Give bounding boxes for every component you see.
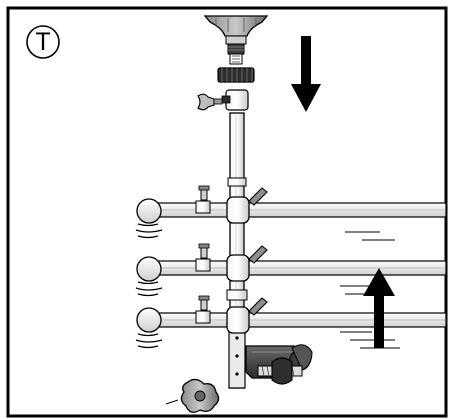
rail-clamp-middle xyxy=(195,243,268,282)
step-label: T xyxy=(35,27,51,56)
rail-end-ball-bottom xyxy=(136,307,162,333)
pole-joint-lower xyxy=(226,289,248,301)
rail-end-ball-middle xyxy=(136,256,162,282)
motion-lines-left xyxy=(135,223,163,349)
rail-clamp-bottom xyxy=(195,295,268,334)
gear-nut xyxy=(217,67,255,83)
rail-end-ball-top xyxy=(136,198,162,224)
three-lobe-knob xyxy=(165,378,220,413)
step-badge xyxy=(26,25,60,59)
rail-clamp-top xyxy=(195,185,268,224)
arrow-up-icon xyxy=(363,268,395,348)
top-clamp-collar xyxy=(221,89,249,111)
lower-bracket-clamp xyxy=(245,344,313,385)
arrow-down-icon xyxy=(291,36,321,112)
wing-screw-top xyxy=(197,93,223,111)
rail-middle xyxy=(149,260,447,276)
pole-joint-upper xyxy=(227,177,247,187)
rail-top xyxy=(149,202,447,218)
rail-bottom xyxy=(149,312,447,328)
top-cap-knob xyxy=(203,15,269,65)
